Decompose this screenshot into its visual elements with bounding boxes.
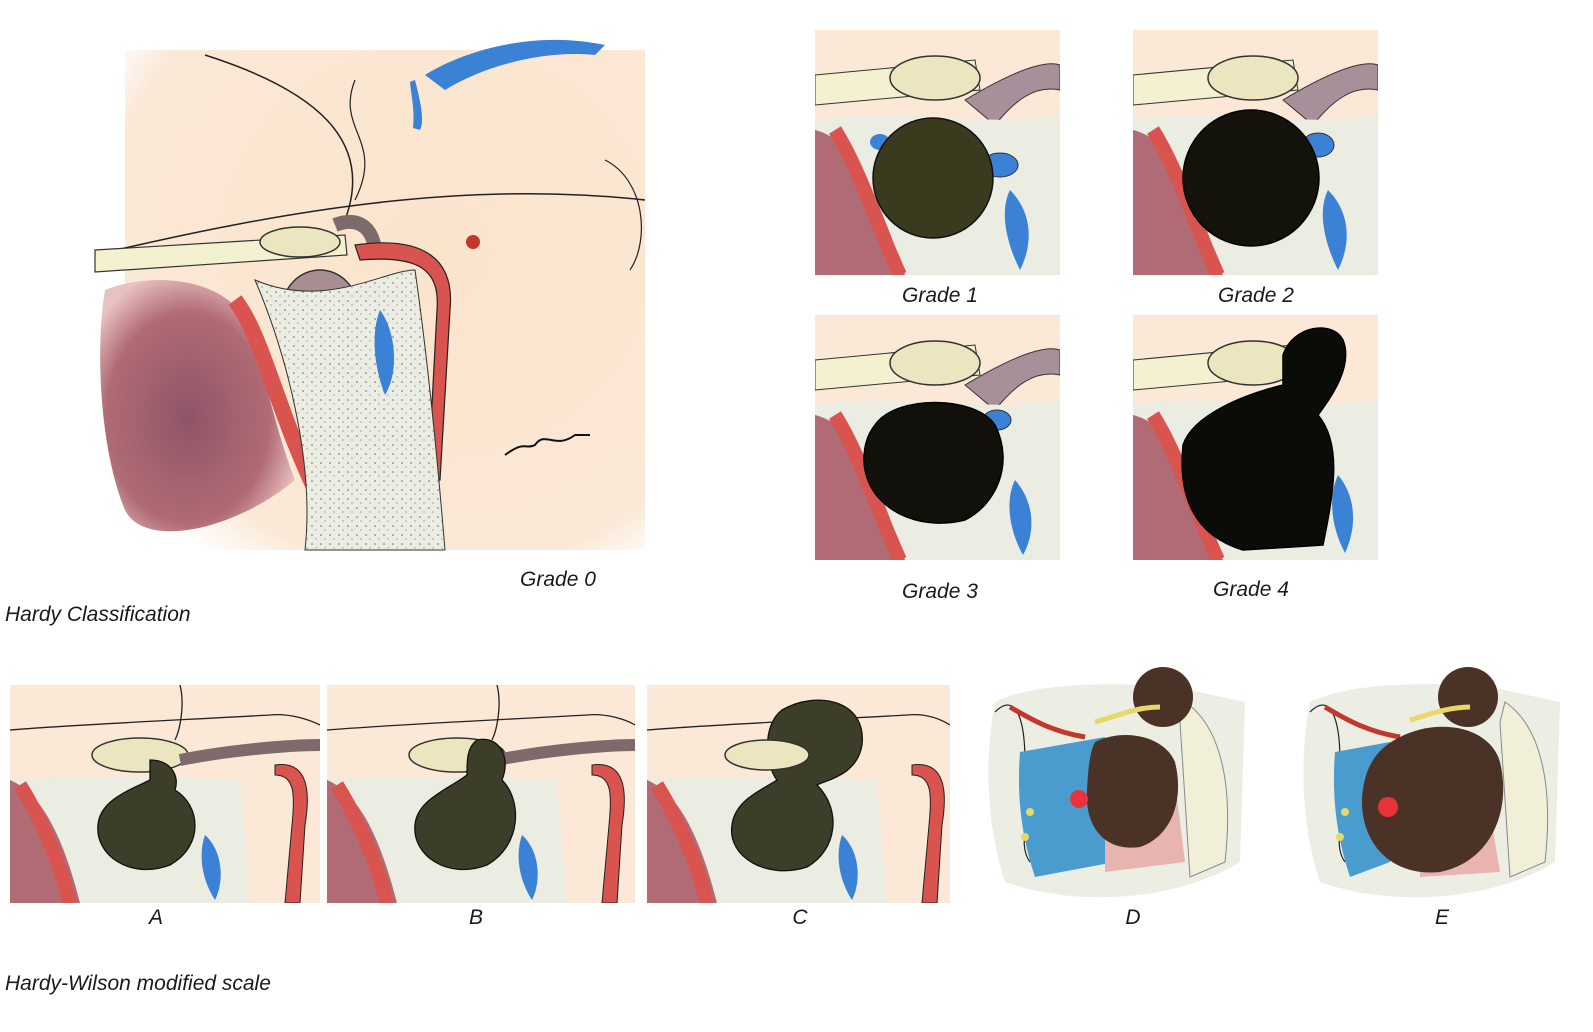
- hardy-wilson-title: Hardy-Wilson modified scale: [5, 972, 271, 995]
- stage-e-illustration: [1290, 662, 1570, 912]
- stage-b-caption: B: [468, 906, 484, 929]
- grade3-illustration: [815, 315, 1060, 560]
- grade4-caption: Grade 4: [1213, 578, 1289, 601]
- stage-c-caption: C: [792, 906, 808, 929]
- stage-c-illustration: [647, 685, 950, 903]
- stage-a-illustration: [10, 685, 320, 903]
- grade0-illustration: [85, 10, 660, 575]
- stage-a-caption: A: [148, 906, 164, 929]
- grade3-caption: Grade 3: [902, 580, 978, 603]
- stage-d-illustration: [975, 662, 1255, 912]
- stage-d-caption: D: [1125, 906, 1141, 929]
- grade1-illustration: [815, 30, 1060, 275]
- stage-b-illustration: [327, 685, 635, 903]
- grade0-caption: Grade 0: [520, 568, 596, 591]
- stage-e-caption: E: [1434, 906, 1450, 929]
- hardy-classification-title: Hardy Classification: [5, 603, 191, 626]
- grade4-illustration: [1133, 315, 1378, 560]
- grade2-caption: Grade 2: [1218, 284, 1294, 307]
- grade2-illustration: [1133, 30, 1378, 275]
- grade1-caption: Grade 1: [902, 284, 978, 307]
